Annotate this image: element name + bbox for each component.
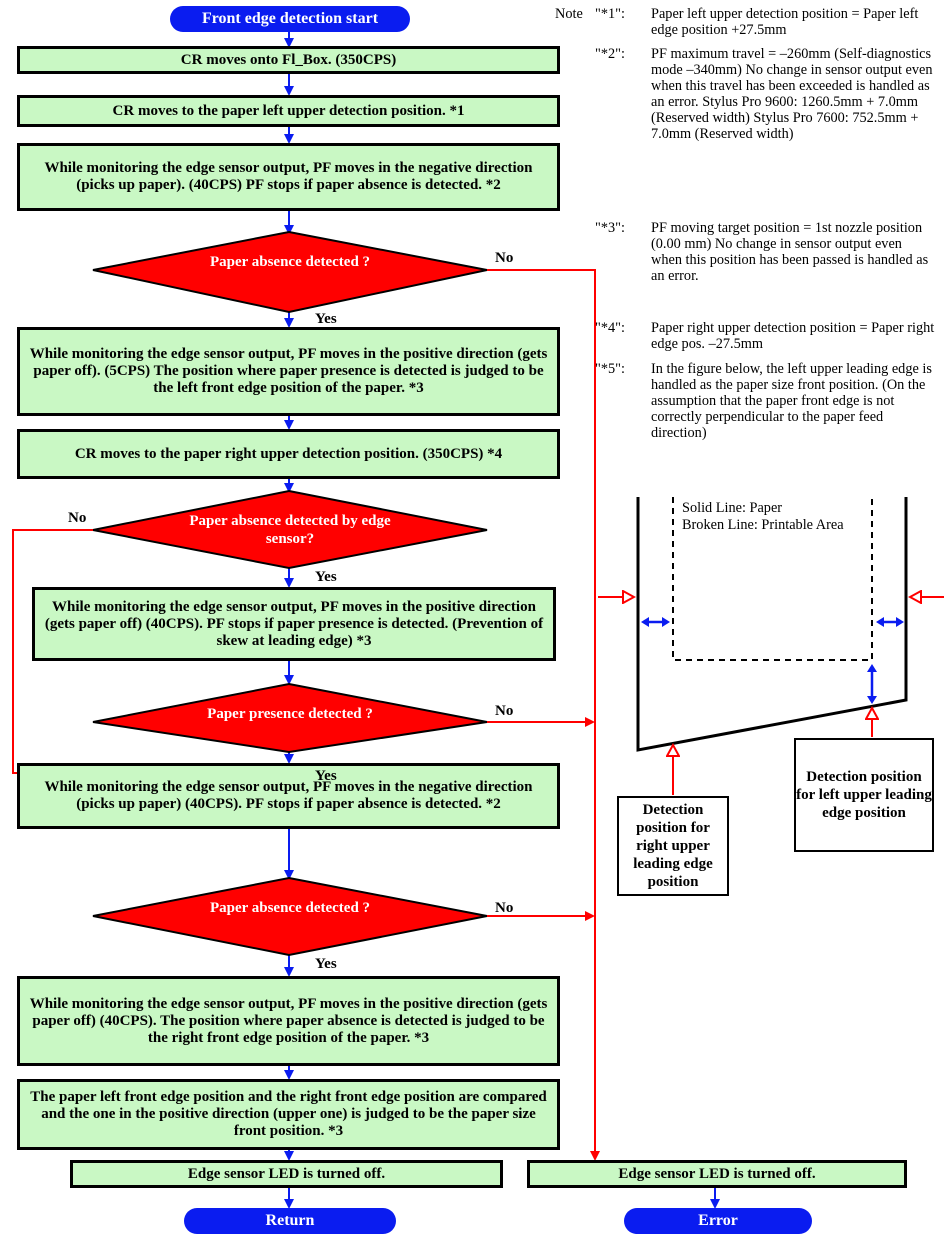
yes-label: Yes	[315, 311, 337, 327]
yes-label: Yes	[315, 956, 337, 972]
process-step: While monitoring the edge sensor output,…	[17, 976, 560, 1066]
note-key: "*3":	[595, 220, 625, 236]
start-terminal: Front edge detection start	[170, 6, 410, 32]
process-step: CR moves to the paper right upper detect…	[17, 429, 560, 479]
no-label: No	[495, 250, 514, 266]
no-label: No	[68, 510, 87, 526]
process-step: The paper left front edge position and t…	[17, 1079, 560, 1150]
note-key: "*5":	[595, 361, 625, 377]
note-title: Note	[555, 6, 583, 22]
right-detection-label: Detection position for right upper leadi…	[617, 796, 729, 896]
note-text: Paper right upper detection position = P…	[651, 320, 935, 352]
note-item: "*2": PF maximum travel = –260mm (Self-d…	[595, 46, 940, 214]
note-text: PF maximum travel = –260mm (Self-diagnos…	[651, 46, 933, 142]
note-item: "*5": In the figure below, the left uppe…	[595, 361, 940, 471]
paper-figure	[598, 497, 944, 795]
note-item: "*4": Paper right upper detection positi…	[595, 320, 940, 354]
process-step: While monitoring the edge sensor output,…	[17, 763, 560, 829]
process-step: Edge sensor LED is turned off.	[70, 1160, 503, 1188]
note-key: "*4":	[595, 320, 625, 336]
error-terminal: Error	[624, 1208, 812, 1234]
error-step: Edge sensor LED is turned off.	[527, 1160, 907, 1188]
decision-text: Paper absence detected by edge sensor?	[189, 513, 391, 547]
decision-diamond	[92, 230, 488, 314]
figure-legend: Solid Line: Paper Broken Line: Printable…	[682, 500, 867, 534]
process-step: While monitoring the edge sensor output,…	[17, 327, 560, 416]
note-text: In the figure below, the left upper lead…	[651, 361, 932, 441]
note-text: Paper left upper detection position = Pa…	[651, 6, 919, 38]
note-key: "*2":	[595, 46, 625, 62]
decision-text: Paper absence detected ?	[209, 900, 371, 916]
decision-text: Paper absence detected ?	[209, 254, 371, 270]
left-detection-label: Detection position for left upper leadin…	[794, 738, 934, 852]
return-terminal: Return	[184, 1208, 396, 1234]
note-key: "*1":	[595, 6, 625, 22]
process-step: CR moves onto Fl_Box. (350CPS)	[17, 46, 560, 74]
yes-label: Yes	[315, 569, 337, 585]
note-text: PF moving target position = 1st nozzle p…	[651, 220, 929, 284]
process-step: While monitoring the edge sensor output,…	[32, 587, 556, 661]
note-item: "*1": Paper left upper detection positio…	[595, 6, 940, 40]
yes-label: Yes	[315, 768, 337, 784]
decision-text: Paper presence detected ?	[207, 706, 373, 722]
process-step: CR moves to the paper left upper detecti…	[17, 95, 560, 127]
process-step: While monitoring the edge sensor output,…	[17, 143, 560, 211]
no-label: No	[495, 900, 514, 916]
no-label: No	[495, 703, 514, 719]
note-item: "*3": PF moving target position = 1st no…	[595, 220, 940, 312]
